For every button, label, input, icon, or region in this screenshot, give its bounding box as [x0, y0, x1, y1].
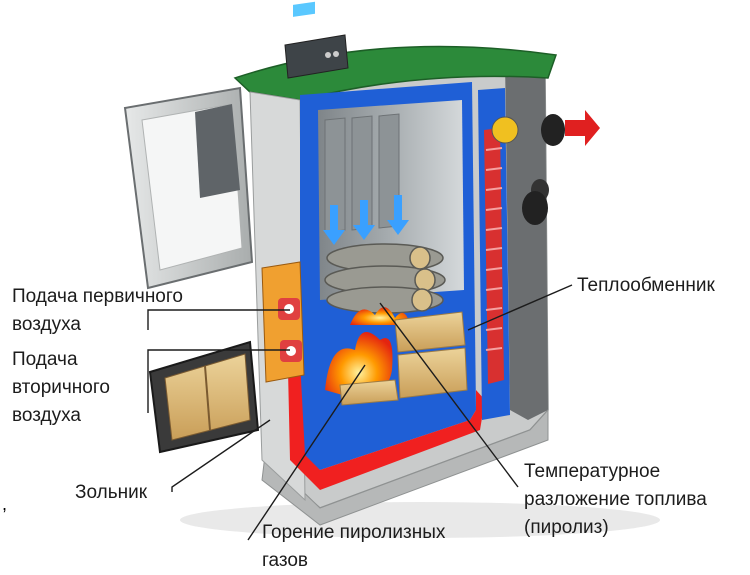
open-loading-door: [123, 86, 254, 290]
refractory-bricks: [339, 311, 468, 406]
secondary-air-pointer: [147, 349, 290, 413]
left-edge-mark: ,: [2, 494, 7, 514]
pyrolysis-gas-pointer: [247, 364, 366, 541]
label-heat-exchanger: Теплообменник: [577, 275, 715, 296]
floor-shadow: [180, 502, 660, 538]
flue-connections: [491, 114, 565, 225]
label-ash-pit: Зольник: [75, 482, 148, 503]
callout-lines: [147, 284, 573, 541]
air-supply-box: [261, 261, 305, 383]
exhaust-arrow-icon: [565, 110, 600, 146]
hot-zone-lining: [288, 360, 485, 490]
label-primary-air: Подача первичного воздуха: [12, 286, 183, 335]
down-arrow-icon: [323, 195, 409, 245]
fuel-decomposition-pointer: [379, 302, 519, 488]
log-pile-icon: [324, 243, 446, 314]
heat-exchanger-pointer: [467, 284, 573, 331]
ash-drawer: [148, 340, 260, 454]
label-secondary-air: Подача вторичного воздуха: [12, 349, 110, 426]
ash-pit-pointer: [171, 419, 271, 492]
label-pyrolysis-gas-combustion: Горение пиролизных газов: [262, 522, 446, 571]
primary-air-pointer: [147, 309, 290, 330]
control-panel-icon: [284, 1, 349, 79]
label-fuel-decomposition: Температурное разложение топлива (пироли…: [524, 461, 707, 538]
